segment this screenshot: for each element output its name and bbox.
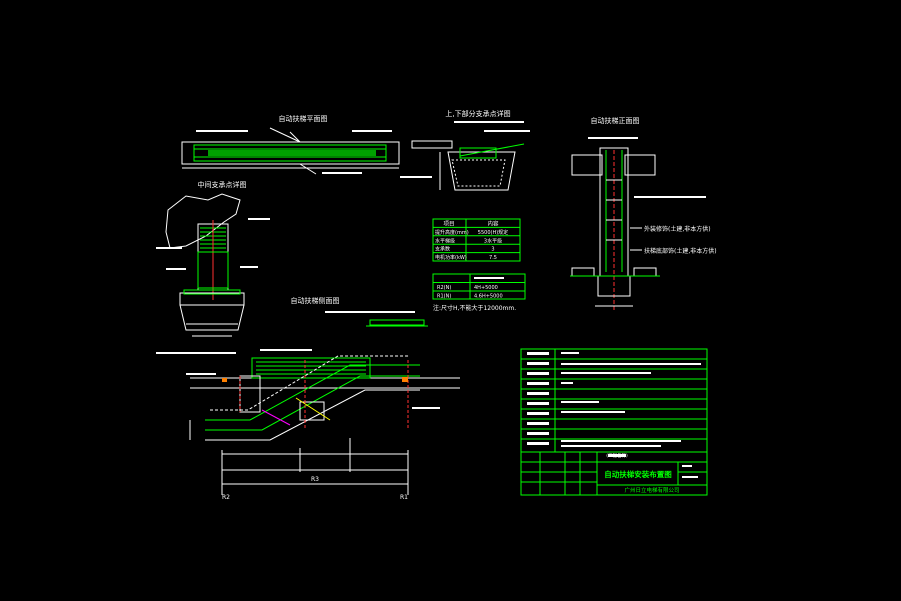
spec-row-value: 3水平级 [484, 237, 502, 244]
spec-row-label: 提升高度(mm) [435, 229, 469, 236]
spec-table: 项目 内容 提升高度(mm) 5500(H)规定 水平梯级 3水平级 支承数 3… [432, 218, 521, 262]
elevation-view: 自动扶梯正面图 外装修饰(土建,非本方供) 扶梯底部饰(土建,非本方供) [570, 116, 717, 310]
dim-r1-label: R1 [400, 494, 408, 501]
company-name: 广州日立电梯有限公司 [624, 486, 679, 494]
spec-row-value: 5500(H)规定 [478, 229, 508, 236]
spec-header-item: 项目 [443, 221, 454, 228]
plan-view-title: 自动扶梯平面图 [279, 114, 328, 123]
upper-lower-support-detail: 上,下部分支承点详图 [400, 109, 530, 191]
spec-row-label: 电机功率(kW) [435, 254, 467, 261]
spec-row-value: 3 [491, 247, 494, 253]
dim-r3-label: R3 [311, 476, 319, 483]
middle-support-title: 中间支承点详图 [198, 180, 247, 189]
project-stamp: (工程名称) [606, 452, 628, 459]
spec-row-value: 7.5 [489, 255, 497, 261]
dim-row-label: R2(N) [437, 285, 451, 291]
support-detail-title: 上,下部分支承点详图 [445, 109, 510, 118]
dimension-table: R2(N) 4H+5000 R1(N) 4.6H+5000 注:尺寸H,不能大于… [432, 273, 526, 312]
spec-row-label: 支承数 [435, 246, 450, 253]
side-view: 自动扶梯侧面图 R3 R2 [156, 296, 460, 501]
dim-row-value: 4.6H+5000 [474, 294, 503, 300]
elevation-view-title: 自动扶梯正面图 [591, 116, 640, 125]
middle-support-detail: 中间支承点详图 [156, 180, 270, 337]
spec-row-label: 水平梯级 [435, 237, 455, 244]
side-view-title: 自动扶梯侧面图 [291, 296, 340, 305]
title-block: (工程名称) 自动扶梯安装布置图 广州日立电梯有限公司 [520, 348, 708, 496]
dim-row-value: 4H+5000 [474, 285, 498, 291]
dim-row-label: R1(N) [437, 294, 451, 300]
drawing-name: 自动扶梯安装布置图 [604, 469, 672, 479]
spec-header-content: 内容 [487, 220, 499, 228]
elevation-note-1: 外装修饰(土建,非本方供) [644, 225, 711, 233]
dim-r2-label: R2 [222, 494, 230, 501]
dimension-note: 注:尺寸H,不能大于12000mm. [433, 304, 516, 312]
plan-view: 自动扶梯平面图 [181, 114, 400, 175]
elevation-note-2: 扶梯底部饰(土建,非本方供) [644, 247, 717, 255]
